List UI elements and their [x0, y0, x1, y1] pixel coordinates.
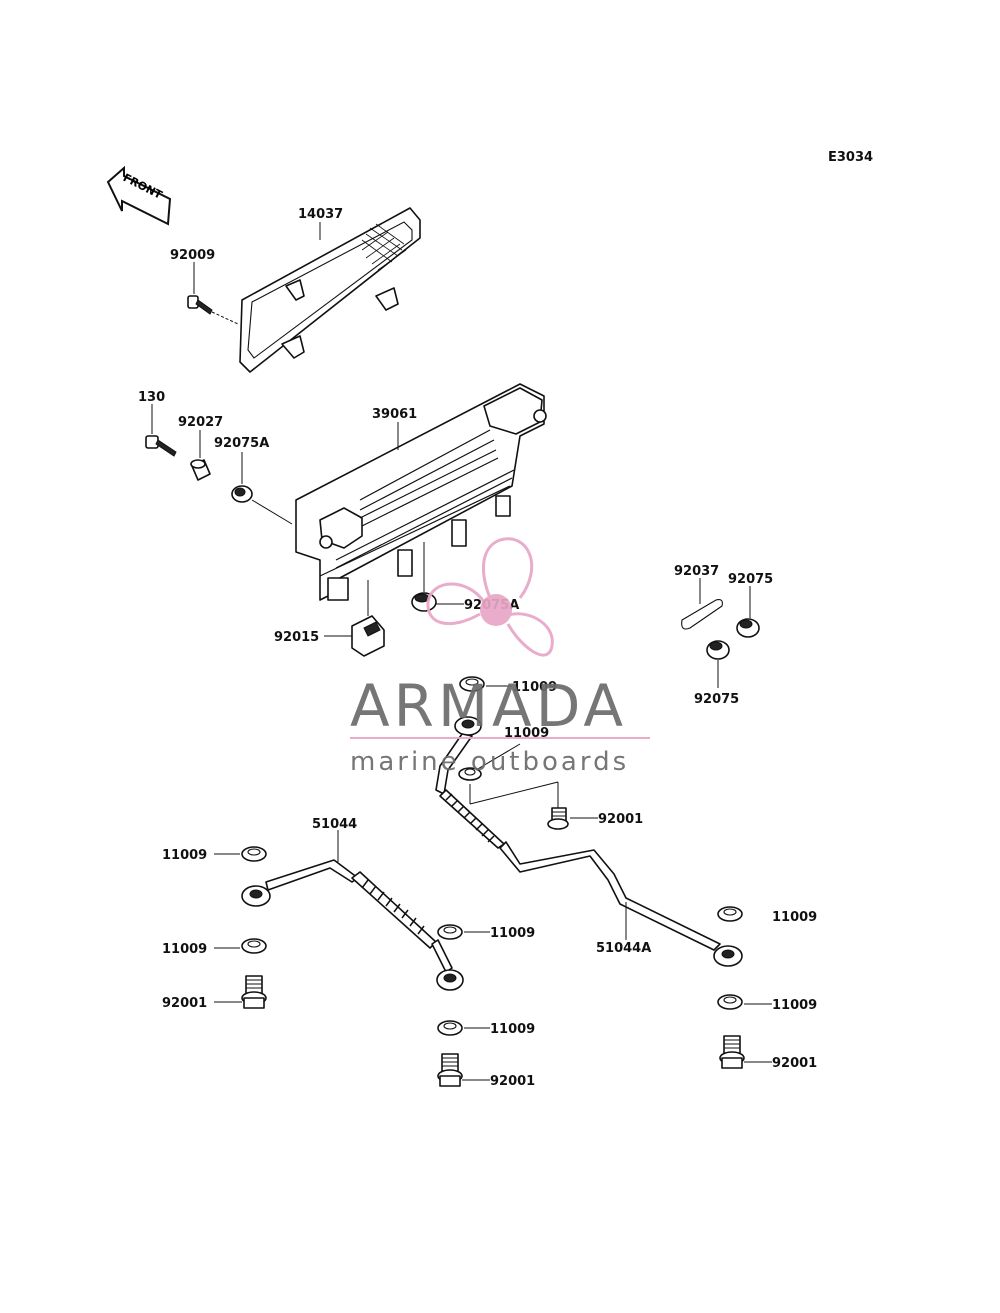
label-11009-1: 11009 [512, 680, 557, 695]
label-39061: 39061 [372, 407, 417, 422]
watermark-divider [350, 737, 650, 739]
label-11009-6: 11009 [490, 1022, 535, 1037]
label-51044: 51044 [312, 817, 357, 832]
washer-11009-2 [458, 767, 482, 781]
label-92001-2: 92001 [162, 996, 207, 1011]
watermark-brand: ARMADA [350, 672, 627, 740]
label-92001-1: 92001 [598, 812, 643, 827]
label-92075-a: 92075 [728, 572, 773, 587]
washer-11009-7 [717, 906, 743, 922]
label-92075-b: 92075 [694, 692, 739, 707]
grommet-92075-a [736, 618, 760, 638]
label-11009-8: 11009 [772, 998, 817, 1013]
label-130: 130 [138, 390, 165, 405]
label-11009-4: 11009 [162, 942, 207, 957]
bolt-92009 [187, 295, 213, 315]
label-14037: 14037 [298, 207, 343, 222]
front-arrow-icon: FRONT [106, 165, 172, 226]
oil-cooler-screen [239, 207, 421, 373]
grommet-92075-b [706, 640, 730, 660]
label-92015: 92015 [274, 630, 319, 645]
label-51044A: 51044A [596, 941, 651, 956]
clip-92015 [351, 615, 385, 657]
propeller-logo-icon [426, 537, 554, 657]
watermark-tagline: marine outboards [350, 747, 629, 777]
grommet-92075A-mid [411, 592, 437, 612]
clip-92037 [681, 599, 723, 630]
label-92027: 92027 [178, 415, 223, 430]
label-92075A-top: 92075A [214, 436, 269, 451]
oil-cooler-39061 [295, 383, 547, 601]
label-11009-7: 11009 [772, 910, 817, 925]
label-92001-4: 92001 [772, 1056, 817, 1071]
label-11009-5: 11009 [490, 926, 535, 941]
label-92001-3: 92001 [490, 1074, 535, 1089]
diagram-code: E3034 [828, 150, 873, 165]
oil-pipe-51044A [435, 716, 743, 967]
washer-11009-6 [437, 1020, 463, 1036]
banjo-bolt-92001-1 [547, 807, 569, 830]
armada-watermark: ARMADA marine outboards [350, 537, 650, 777]
washer-11009-5 [437, 924, 463, 940]
banjo-bolt-92001-3 [437, 1053, 463, 1087]
grommet-92075A-top [231, 485, 253, 503]
washer-11009-3 [241, 846, 267, 862]
bolt-130 [145, 435, 177, 457]
label-11009-3: 11009 [162, 848, 207, 863]
label-92009: 92009 [170, 248, 215, 263]
oil-pipe-51044 [241, 859, 464, 991]
washer-11009-4 [241, 938, 267, 954]
collar-92027 [190, 459, 211, 481]
label-92037: 92037 [674, 564, 719, 579]
banjo-bolt-92001-2 [241, 975, 267, 1009]
banjo-bolt-92001-4 [719, 1035, 745, 1069]
washer-11009-1 [459, 676, 485, 692]
washer-11009-8 [717, 994, 743, 1010]
